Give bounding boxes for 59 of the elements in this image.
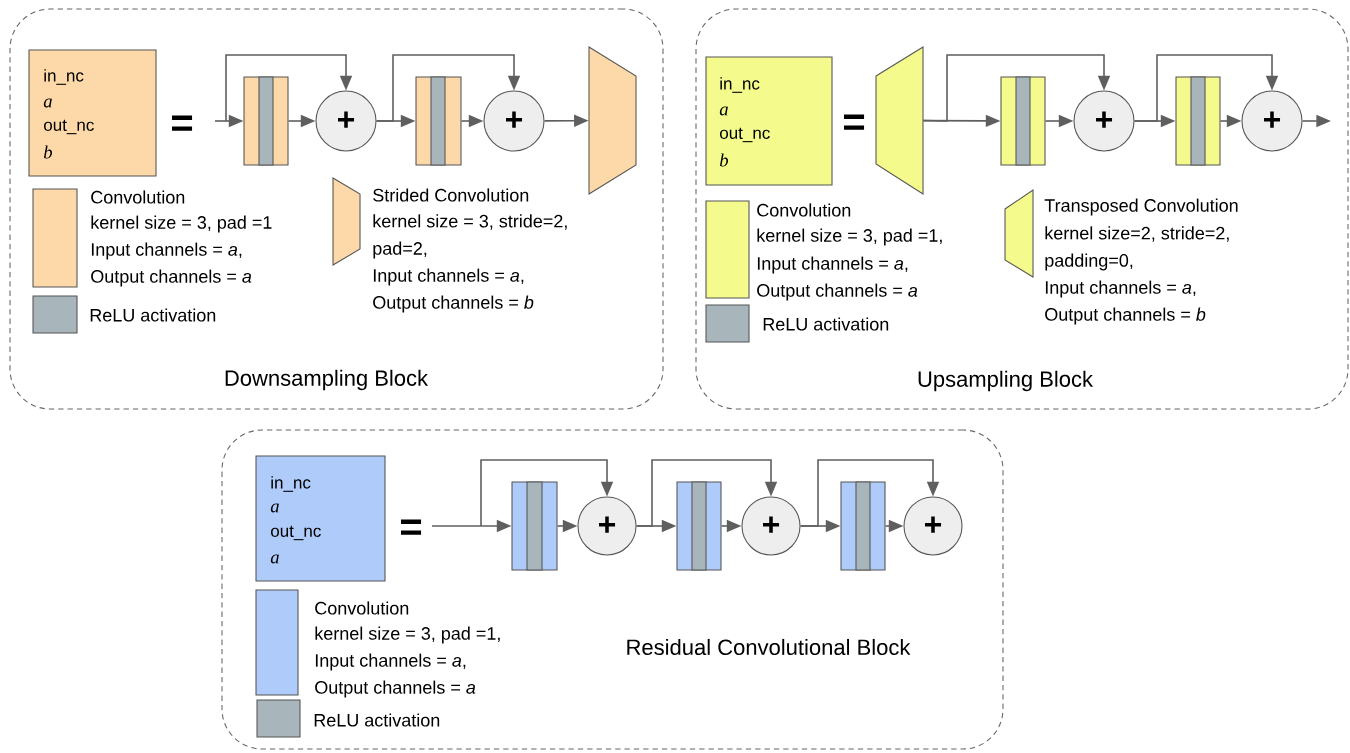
legend-text: Transposed Convolution (1044, 198, 1238, 216)
legend-text: ReLU activation (763, 317, 889, 331)
legend-text: Input channels = a, (315, 653, 466, 671)
legend-text: Output channels = b (373, 295, 534, 313)
legend-text: Input channels = a, (91, 242, 242, 260)
legend-text: Strided Convolution (373, 188, 529, 202)
box-label: out_nc (271, 525, 321, 541)
legend-text: Convolution (757, 203, 851, 217)
skip-connection-arrow (1133, 54, 1279, 122)
box-label: out_nc (720, 127, 770, 143)
legend-text: Input channels = a, (373, 268, 524, 286)
legend-text: Convolution (315, 601, 409, 615)
conv-block (840, 481, 886, 571)
legend-text: kernel size=2, stride=2, (1045, 226, 1229, 242)
box-label: in_nc (271, 476, 311, 492)
legend-text: Input channels = a, (1045, 280, 1196, 298)
equals-sign: = (844, 114, 865, 130)
legend-text: pad=2, (373, 241, 427, 259)
skip-connection-arrow (635, 459, 778, 527)
skip-connection-arrow (922, 54, 1111, 122)
conv-block (415, 76, 462, 166)
legend-text: kernel size = 3, pad =1, (757, 228, 942, 246)
legend-text: kernel size = 3, stride=2, (373, 214, 567, 230)
legend-text: Output channels = a (757, 283, 918, 301)
legend-text: padding=0, (1045, 253, 1133, 271)
legend-text: Input channels = a, (757, 256, 908, 274)
box-label: a (270, 554, 279, 564)
box-label: b (719, 153, 729, 167)
skip-connection-arrow (480, 459, 614, 527)
legend-text: kernel size = 3, pad =1, (315, 626, 500, 644)
skip-connection-arrow (375, 54, 521, 122)
conv-trapezoid (588, 46, 637, 195)
equals-sign: = (172, 115, 193, 131)
legend-text: Output channels = b (1045, 307, 1206, 325)
legend-text: ReLU activation (314, 713, 440, 727)
conv-block (1000, 76, 1046, 166)
conv-block (243, 76, 289, 166)
box-label: out_nc (44, 119, 94, 135)
box-label: a (43, 98, 52, 108)
box-label: a (270, 503, 279, 513)
skip-connection-arrow (225, 54, 353, 122)
conv-trapezoid (875, 46, 924, 195)
block-title: Downsampling Block (225, 369, 429, 391)
conv-block (676, 481, 722, 571)
legend-text: Convolution (91, 190, 185, 204)
legend-text: Output channels = a (91, 269, 252, 287)
legend-text: kernel size = 3, pad =1 (91, 215, 272, 233)
equals-sign: = (401, 519, 422, 535)
conv-block (1175, 76, 1221, 166)
legend-text: ReLU activation (90, 308, 216, 322)
box-label: a (719, 106, 728, 116)
block-title: Residual Convolutional Block (627, 638, 911, 656)
legend-text: Output channels = a (315, 680, 476, 698)
block-title: Upsampling Block (918, 370, 1094, 392)
box-label: b (43, 145, 53, 159)
conv-block (511, 481, 558, 571)
box-label: in_nc (44, 69, 84, 85)
box-label: in_nc (720, 77, 760, 93)
skip-connection-arrow (799, 459, 940, 527)
